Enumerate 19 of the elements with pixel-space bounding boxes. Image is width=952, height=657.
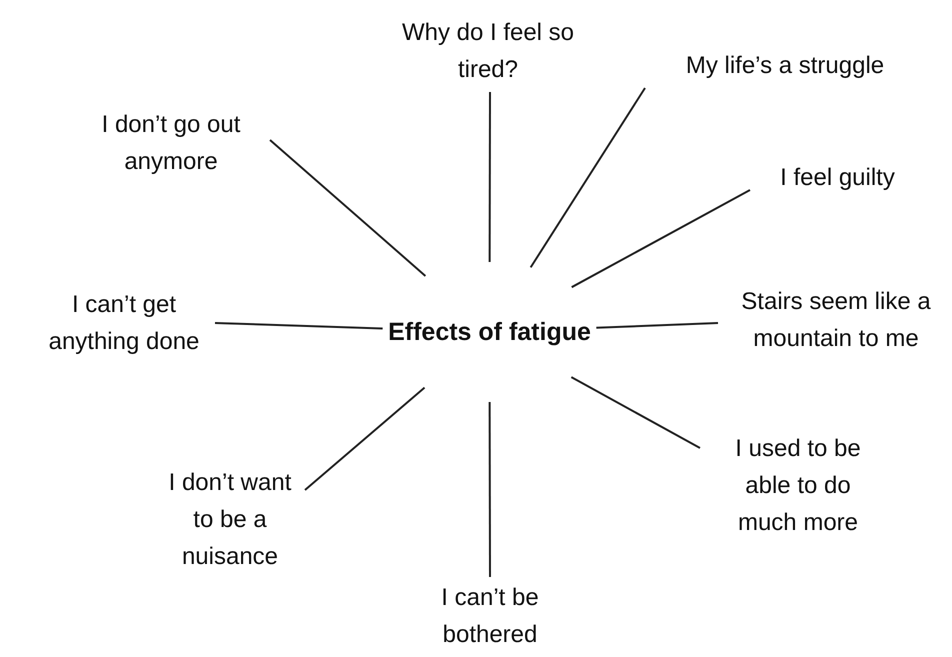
connector-line <box>488 92 491 262</box>
thought-text: I don’t want to be a nuisance <box>168 468 292 572</box>
thought-text: I feel guilty <box>780 162 895 192</box>
central-topic: Effects of fatigue <box>388 316 591 348</box>
connector-line <box>214 322 383 330</box>
connector-line <box>488 402 491 577</box>
thought-text: I can’t get anything done <box>48 290 200 357</box>
connector-line <box>571 189 750 288</box>
thought-text: I can’t be bothered <box>440 583 540 650</box>
connector-line <box>269 139 426 277</box>
connector-line <box>304 386 426 491</box>
thought-text: I don’t go out anymore <box>100 110 242 177</box>
thought-text: I used to be able to do much more <box>734 434 862 538</box>
thought-text: Stairs seem like a mountain to me <box>740 286 932 354</box>
thought-text: My life’s a struggle <box>686 50 884 80</box>
connector-line <box>570 376 700 449</box>
connector-line <box>530 87 646 268</box>
thought-text: Why do I feel so tired? <box>400 18 576 85</box>
connector-line <box>596 322 718 329</box>
